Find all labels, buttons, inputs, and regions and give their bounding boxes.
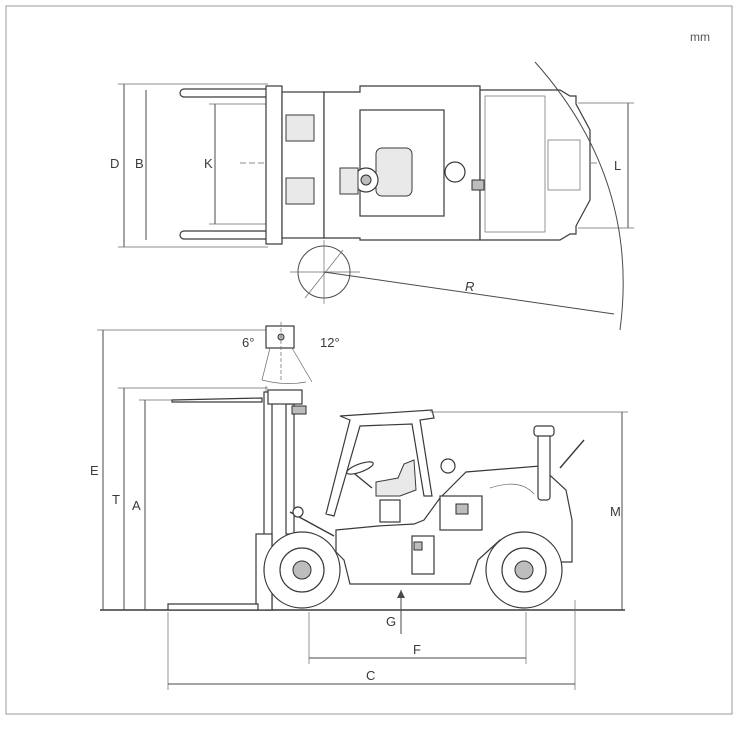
overhead-guard-side bbox=[325, 409, 435, 517]
dim-label-F: F bbox=[413, 642, 421, 657]
side-view: E T A 6° 12° bbox=[90, 322, 628, 690]
fork-side bbox=[167, 603, 259, 611]
dim-line-R bbox=[323, 271, 615, 315]
dim-label-M: M bbox=[610, 504, 621, 519]
mast-inner bbox=[285, 403, 295, 535]
dim-label-G: G bbox=[386, 614, 396, 629]
dim-label-D: D bbox=[110, 156, 119, 171]
dim-label-B: B bbox=[135, 156, 144, 171]
top-view: D B K L bbox=[110, 61, 634, 331]
diagram-border bbox=[5, 5, 733, 715]
dim-label-K: K bbox=[204, 156, 213, 171]
dim-label-A: A bbox=[132, 498, 141, 513]
carriage-top bbox=[265, 85, 283, 245]
seat-side bbox=[375, 459, 417, 497]
tilt-back-label: 12° bbox=[320, 335, 340, 350]
fork-top-right bbox=[179, 230, 271, 240]
dim-label-E: E bbox=[90, 463, 99, 478]
unit-label: mm bbox=[690, 30, 710, 44]
exhaust-pipe bbox=[537, 431, 551, 501]
fork-top-left bbox=[179, 88, 271, 98]
rear-light-post bbox=[559, 439, 585, 469]
dim-label-T: T bbox=[112, 492, 120, 507]
tilt-forward-label: 6° bbox=[242, 335, 254, 350]
dim-label-R: R bbox=[465, 279, 474, 294]
seat-top bbox=[375, 147, 413, 197]
dim-label-L: L bbox=[614, 158, 621, 173]
counterweight-top bbox=[479, 89, 591, 241]
dim-label-C: C bbox=[366, 668, 375, 683]
turning-radius-arc bbox=[534, 61, 624, 331]
